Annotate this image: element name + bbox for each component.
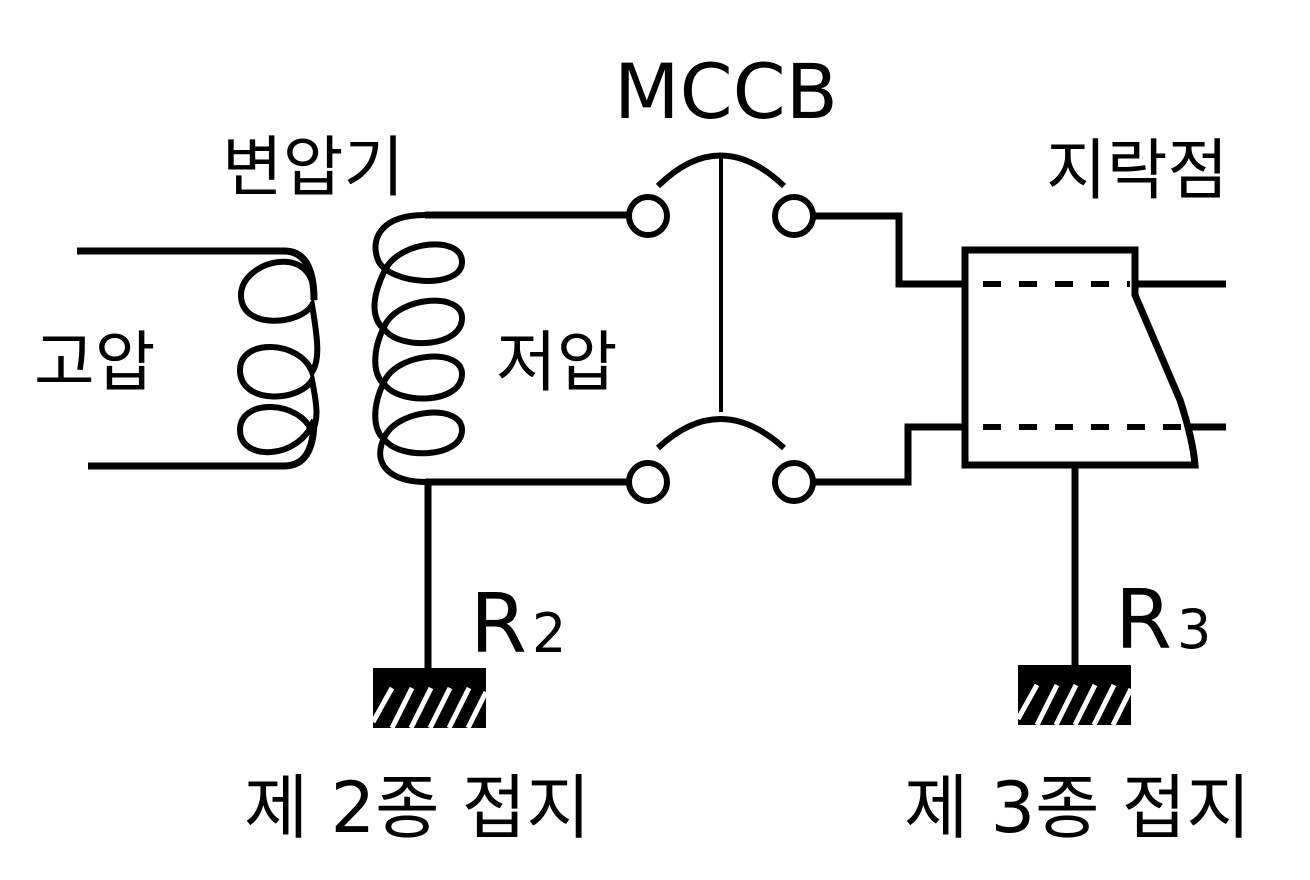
primary-lead-top	[77, 247, 318, 301]
mccb-terminal-top-left	[626, 194, 670, 238]
transformer-label: 변압기	[222, 129, 404, 206]
mccb-terminal-bottom-right	[772, 460, 816, 504]
r3-resistance-label: R 3	[1115, 573, 1211, 668]
r3-subscript-text: 3	[1177, 598, 1211, 661]
mccb-contact-bottom	[655, 416, 787, 451]
load-wire-top	[813, 212, 965, 288]
enclosure-outline	[961, 246, 1199, 469]
ground-symbol-r2	[370, 668, 489, 730]
ground-plate-r3	[1018, 665, 1131, 725]
ground-hatch-r2	[370, 686, 489, 730]
mccb-label: MCCB	[614, 47, 838, 136]
secondary-coil	[371, 211, 628, 486]
low-voltage-label: 저압	[496, 324, 617, 401]
mccb-terminal-top-right	[772, 194, 816, 238]
high-voltage-label: 고압	[34, 324, 155, 401]
primary-lead-bottom	[88, 419, 318, 470]
mccb-terminal-bottom-left	[626, 460, 670, 504]
fault-point-label: 지락점	[1046, 132, 1228, 209]
ground-symbol-r3	[1015, 665, 1134, 727]
r3-main-text: R	[1115, 573, 1172, 668]
ground-class3-label: 제 3종 접지	[904, 767, 1251, 849]
primary-coil	[77, 247, 321, 470]
r2-subscript-text: 2	[532, 602, 566, 665]
ground-hatch-r3	[1015, 683, 1134, 727]
fault-enclosure	[961, 246, 1226, 469]
r2-resistance-label: R 2	[470, 577, 566, 672]
ground-plate-r2	[373, 668, 486, 728]
load-wire-bottom	[813, 423, 965, 486]
ground-class2-label: 제 2종 접지	[244, 767, 591, 849]
primary-coil-winding	[236, 258, 321, 456]
r2-main-text: R	[470, 577, 527, 672]
secondary-coil-winding	[371, 212, 466, 485]
mccb-breaker	[626, 152, 816, 504]
